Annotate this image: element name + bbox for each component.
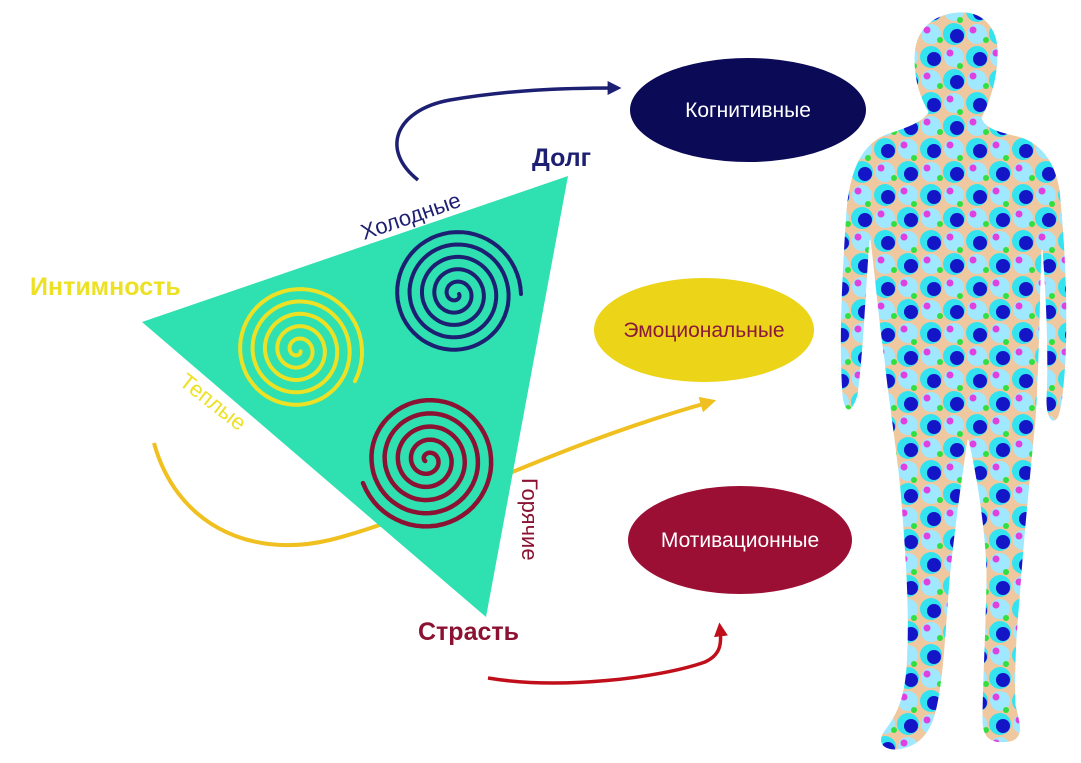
- arrow-duty-to-cognitive: [395, 81, 622, 182]
- ellipse-label-emotional: Эмоциональные: [623, 319, 784, 342]
- ellipse-label-cognitive: Когнитивные: [685, 99, 811, 122]
- spiral-duty: [395, 230, 523, 352]
- ellipse-label-motivational: Мотивационные: [661, 529, 819, 552]
- arrow-intimacy-to-emotional: [152, 396, 717, 548]
- ellipse-cognitive: [630, 58, 866, 162]
- vertex-label-passion: Страсть: [418, 618, 519, 646]
- ellipse-emotional: [594, 278, 814, 382]
- vertex-label-duty: Долг: [532, 144, 591, 172]
- triangle: [142, 176, 568, 617]
- silhouette-body: [839, 11, 1068, 751]
- spiral-passion: [360, 397, 494, 529]
- arrow-passion-to-motivational: [487, 622, 728, 685]
- spiral-intimacy: [238, 287, 365, 407]
- vertex-label-intimacy: Интимность: [30, 273, 181, 301]
- human-silhouette: [839, 11, 1068, 751]
- ellipse-motivational: [628, 486, 852, 594]
- side-label-hot: Горячие: [517, 478, 542, 561]
